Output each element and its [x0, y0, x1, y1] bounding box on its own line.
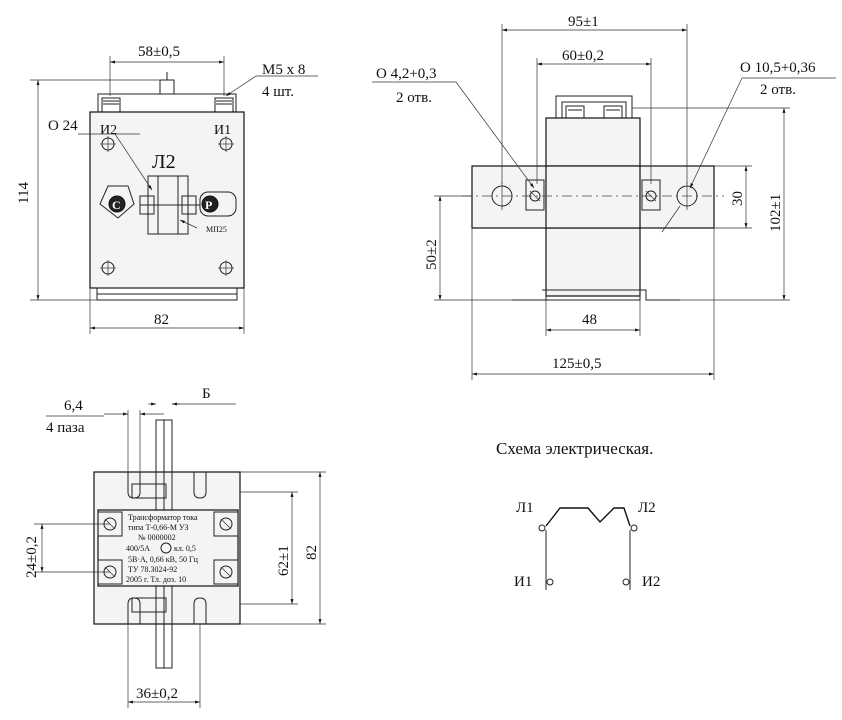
plate-line-1: Трансформатор тока — [128, 513, 198, 522]
dim-102: 102±1 — [768, 194, 784, 232]
terminal-i2-icon — [622, 578, 630, 586]
plate-line-8: 2005 г. Тл. доз. 10 — [126, 575, 186, 584]
label-i1: И1 — [214, 123, 231, 138]
note-hole-small: О 4,2+0,3 — [376, 66, 437, 82]
note-hole-small-qty: 2 отв. — [396, 90, 432, 106]
note-qty: 4 шт. — [262, 84, 294, 100]
plate-line-4: 400/5А — [126, 544, 150, 553]
marker-label: МП25 — [206, 225, 227, 234]
schematic-title: Схема электрическая. — [496, 439, 653, 458]
dim-slot-qty: 4 паза — [46, 420, 85, 436]
dim-30: 30 — [730, 191, 746, 206]
dim-82-bottom: 82 — [304, 545, 320, 560]
front-mount-holes — [100, 136, 234, 276]
plate-line-6: 5В·А, 0,66 кВ, 50 Гц — [128, 555, 199, 564]
seal-c-icon — [99, 185, 135, 219]
hole-small-right — [645, 190, 657, 202]
nameplate-logo-icon — [160, 542, 172, 554]
seal-c-label: С — [112, 198, 121, 212]
label-b: Б — [202, 386, 211, 402]
dim-slot: 6,4 — [64, 398, 83, 414]
dim-58: 58±0,5 — [138, 44, 180, 60]
schematic-i2: И2 — [642, 574, 660, 590]
bottom-view: Трансформатор тока типа Т-0,66-М УЗ № 00… — [24, 386, 326, 708]
terminal-i2 — [101, 97, 121, 113]
note-hole-large: О 10,5+0,36 — [740, 60, 816, 76]
dim-125: 125±0,5 — [552, 356, 601, 372]
dim-95: 95±1 — [568, 14, 599, 30]
plate-line-3: № 0000002 — [138, 533, 176, 542]
schematic-l1: Л1 — [516, 500, 534, 516]
seal-p-icon — [199, 191, 237, 217]
dim-114: 114 — [16, 182, 32, 204]
plate-line-7: ТУ 78.3024-92 — [128, 565, 177, 574]
seal-p-label: Р — [205, 198, 212, 212]
dim-24: 24±0,2 — [24, 536, 40, 578]
label-i2: И2 — [100, 123, 117, 138]
nameplate — [97, 509, 239, 587]
dim-82-front: 82 — [154, 312, 169, 328]
plate-line-5: кл. 0,5 — [174, 544, 196, 553]
dim-36: 36±0,2 — [136, 686, 178, 702]
dim-hole-24: О 24 — [48, 118, 78, 134]
plate-line-2: типа Т-0,66-М УЗ — [128, 523, 189, 532]
primary-winding — [545, 507, 631, 527]
terminal-l1-icon — [538, 524, 546, 532]
dim-48: 48 — [582, 312, 597, 328]
hole-small-left — [529, 190, 541, 202]
terminal-l2-icon — [630, 524, 638, 532]
label-l2: Л2 — [152, 151, 176, 173]
terminal-i1-icon — [546, 578, 554, 586]
dim-62: 62±1 — [276, 545, 292, 576]
schematic-l2: Л2 — [638, 500, 656, 516]
schematic: Схема электрическая. Л1 Л2 И1 И2 — [496, 439, 660, 590]
dim-60: 60±0,2 — [562, 48, 604, 64]
terminal-i1 — [214, 97, 234, 113]
note-hole-large-qty: 2 отв. — [760, 82, 796, 98]
side-view: 95±1 60±0,2 О 4,2+0,3 2 отв. О 10,5+0,36… — [372, 14, 836, 380]
front-view: И2 И1 Л2 С Р МП25 О 24 — [16, 44, 318, 334]
note-screw: М5 х 8 — [262, 62, 305, 78]
schematic-i1: И1 — [514, 574, 532, 590]
dim-50: 50±2 — [424, 239, 440, 270]
